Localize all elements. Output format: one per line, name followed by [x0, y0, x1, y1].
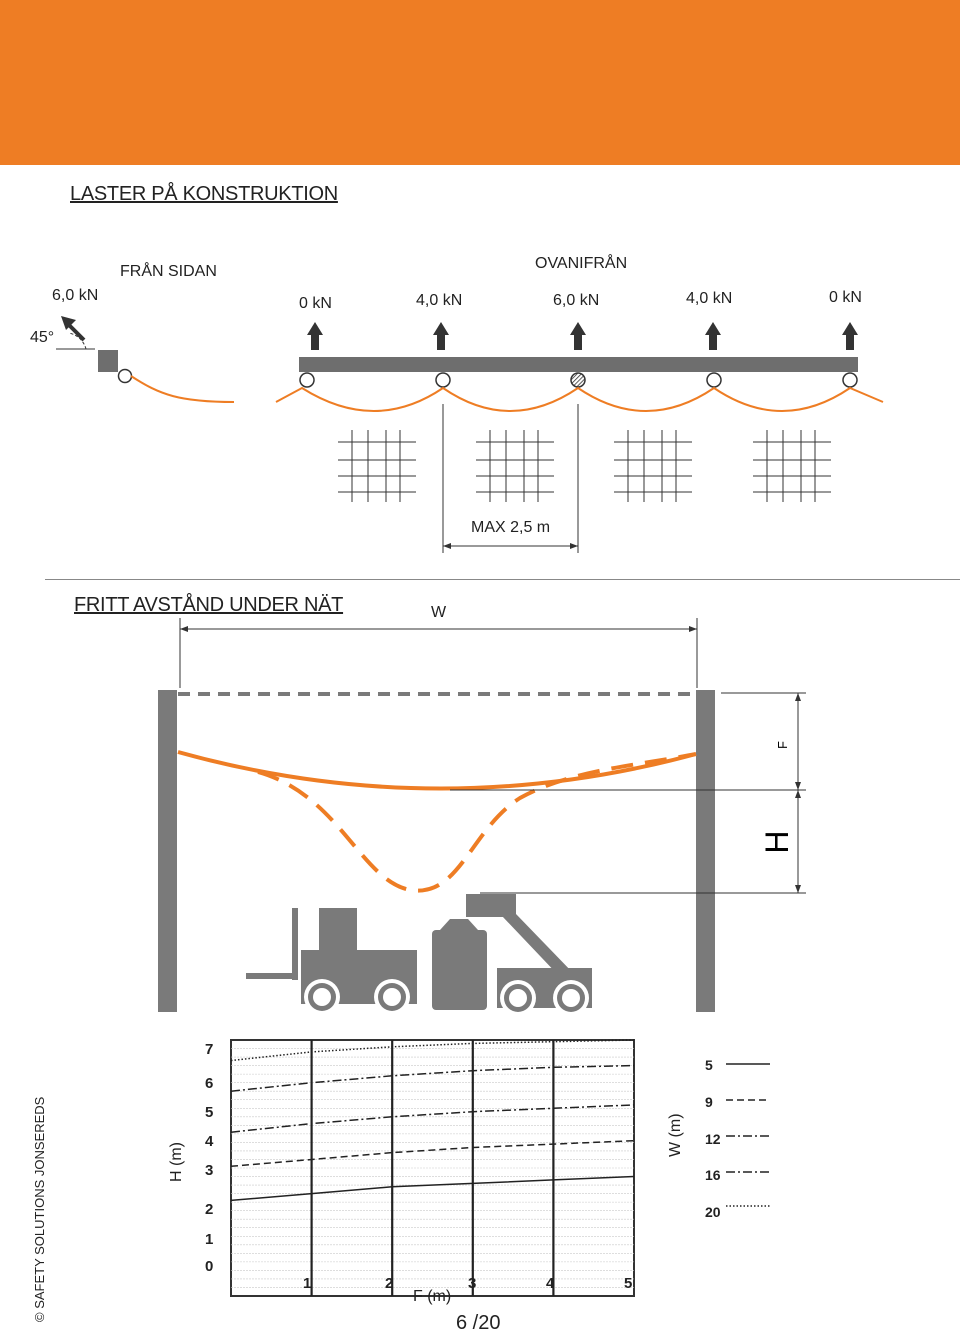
series-line-w20	[230, 1039, 635, 1062]
side-view-load: 6,0 kN	[52, 287, 99, 304]
y-tick-6: 6	[205, 1075, 214, 1092]
load-diagram	[56, 316, 884, 553]
legend-label-12: 12	[705, 1131, 721, 1147]
h-label: H	[759, 830, 795, 853]
top-load-4: 4,0 kN	[686, 290, 733, 307]
series-line-w9	[230, 1139, 635, 1168]
x-tick-2: 2	[385, 1275, 394, 1292]
series-line-w5	[230, 1175, 635, 1202]
legend-title: W (m)	[667, 1113, 684, 1157]
left-post	[158, 690, 177, 1012]
net-symbols	[338, 430, 831, 502]
top-load-1: 0 kN	[299, 295, 332, 312]
top-view-drawing	[275, 322, 884, 553]
legend-label-9: 9	[705, 1094, 713, 1110]
page-number: 6 /20	[456, 1312, 501, 1334]
x-tick-5: 5	[624, 1275, 633, 1292]
section-divider	[45, 579, 960, 580]
y-tick-2: 2	[205, 1201, 214, 1218]
side-view-label: FRÅN SIDAN	[120, 263, 217, 280]
top-load-2: 4,0 kN	[416, 292, 463, 309]
right-post	[696, 690, 715, 1012]
y-tick-3: 3	[205, 1162, 214, 1179]
y-tick-5: 5	[205, 1104, 214, 1121]
header-banner	[0, 0, 960, 165]
legend-label-20: 20	[705, 1204, 721, 1220]
y-tick-1: 1	[205, 1231, 214, 1248]
clearance-diagram: F H	[158, 618, 806, 1016]
vehicle-icons	[246, 894, 592, 1016]
legend-label-16: 16	[705, 1167, 721, 1183]
section-title-loads: LASTER PÅ KONSTRUKTION	[70, 183, 338, 205]
chart-legend	[726, 1063, 770, 1207]
series-line-w16	[230, 1064, 635, 1092]
series-line-w12	[230, 1104, 635, 1133]
y-axis-label: H (m)	[168, 1142, 185, 1182]
x-tick-4: 4	[546, 1275, 555, 1292]
chart-series	[230, 1039, 635, 1202]
side-view-angle: 45°	[30, 329, 55, 346]
width-label: W	[431, 604, 447, 621]
copyright: © SAFETY SOLUTIONS JONSEREDS	[32, 1096, 47, 1322]
side-view-drawing	[56, 316, 235, 403]
top-view-label: OVANIFRÅN	[535, 255, 628, 272]
x-tick-1: 1	[303, 1275, 312, 1292]
legend-label-5: 5	[705, 1057, 713, 1073]
chart-grid	[231, 1048, 634, 1288]
y-tick-4: 4	[205, 1133, 214, 1150]
top-load-5: 0 kN	[829, 289, 862, 306]
clearance-chart	[230, 1039, 770, 1297]
x-tick-3: 3	[468, 1275, 477, 1292]
f-label: F	[775, 741, 790, 749]
top-load-3: 6,0 kN	[553, 292, 600, 309]
spacing-label: MAX 2,5 m	[471, 519, 551, 536]
x-axis-label: F (m)	[413, 1288, 452, 1305]
y-tick-7: 7	[205, 1041, 214, 1058]
y-tick-0: 0	[205, 1258, 214, 1275]
section-title-clearance: FRITT AVSTÅND UNDER NÄT	[74, 594, 344, 616]
